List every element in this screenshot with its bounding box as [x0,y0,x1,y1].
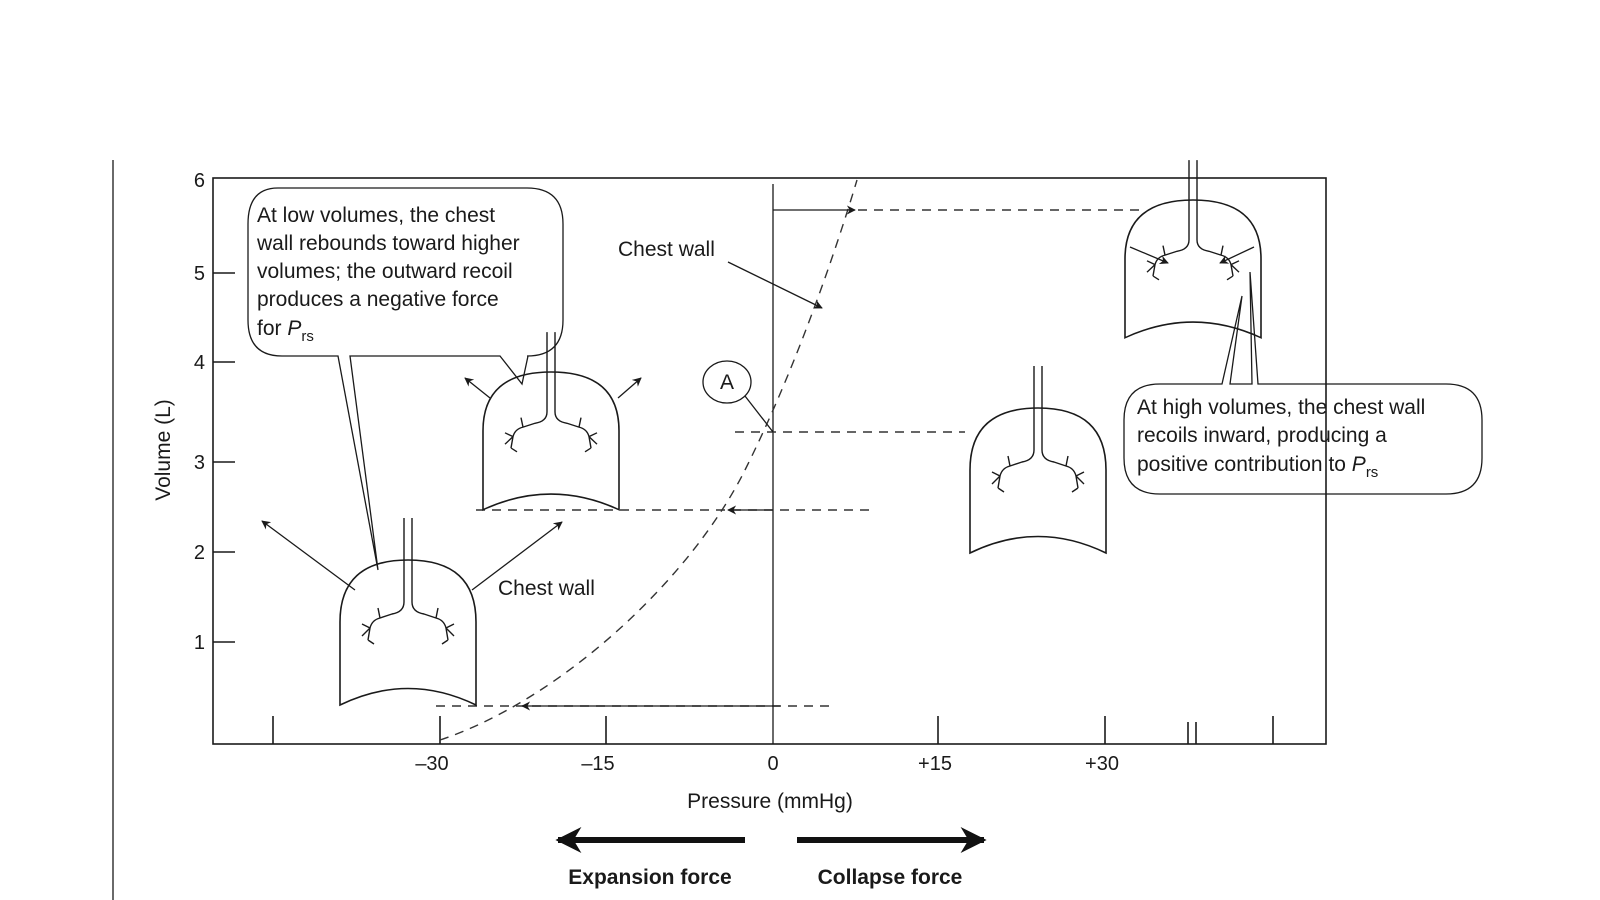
x-axis: –30 –15 0 +15 +30 Pressure (mmHg) [272,716,1274,813]
low-callout-line-4: produces a negative force [257,288,499,311]
expansion-force-label: Expansion force [568,866,731,889]
outward-arrow-right-1 [471,521,563,591]
y-axis: 1 2 3 4 5 6 Volume (L) [152,170,235,654]
chest-wall-lung-label: Chest wall [498,577,595,600]
y-axis-label: Volume (L) [152,399,175,501]
low-callout-line-1: At low volumes, the chest [257,204,495,227]
x-tick-plus15: +15 [918,753,952,775]
chest-wall-curve-pointer [727,261,823,309]
outward-arrow-left-2 [464,377,491,399]
x-tick-0: 0 [767,753,778,775]
plot-frame [212,177,1327,745]
outward-arrow-left-1 [261,520,356,591]
inward-arrow-right [1219,246,1255,264]
marker-a-circle [702,360,752,404]
inward-arrow-left [1129,246,1169,265]
x-axis-label: Pressure (mmHg) [687,790,853,813]
collapse-force-label: Collapse force [818,866,963,889]
low-callout-line-3: volumes; the outward recoil [257,260,513,283]
high-callout-line-2: recoils inward, producing a [1137,424,1387,447]
y-tick-2: 2 [194,542,205,564]
lung-high-volume-icon [1124,159,1262,339]
x-tick-minus15: –15 [581,753,614,775]
marker-a-pointer [744,395,774,433]
low-volume-callout: At low volumes, the chest wall rebounds … [247,187,564,571]
lung-relaxation-volume-icon [969,365,1107,554]
y-tick-5: 5 [194,263,205,285]
high-callout-line-1: At high volumes, the chest wall [1137,396,1425,419]
y-tick-1: 1 [194,632,205,654]
high-callout-line-3: positive contribution to Prs [1137,453,1378,481]
outward-arrow-right-2 [617,377,642,399]
lung-mid-low-volume-icon [482,331,620,511]
y-tick-6: 6 [194,170,205,192]
y-tick-3: 3 [194,452,205,474]
marker-a-label: A [720,371,734,394]
chest-wall-curve-label: Chest wall [618,238,715,261]
low-callout-line-2: wall rebounds toward higher [256,232,520,255]
lung-low-volume-icon [339,517,477,706]
x-tick-plus30: +30 [1085,753,1119,775]
y-tick-4: 4 [194,352,205,374]
high-volume-callout: At high volumes, the chest wall recoils … [1123,271,1483,495]
chest-wall-curve [439,179,858,741]
x-tick-minus30: –30 [415,753,448,775]
low-callout-line-5: for Prs [257,317,314,345]
